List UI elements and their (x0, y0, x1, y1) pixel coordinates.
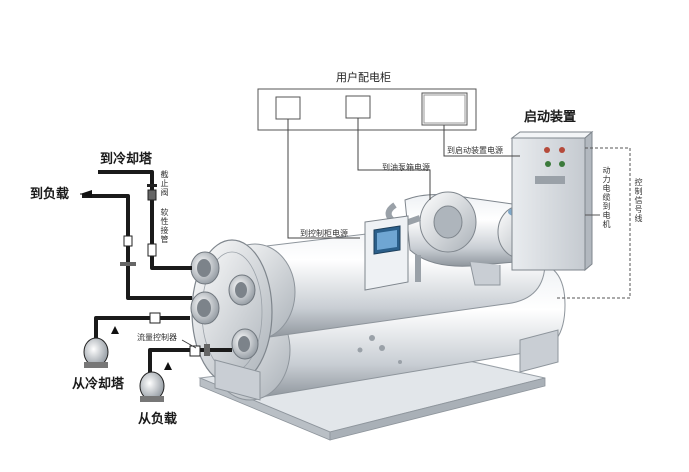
nozzles (190, 251, 259, 360)
outlet-pipes (82, 170, 192, 300)
user-cabinet-label: 用户配电柜 (336, 71, 391, 84)
flow-controller-pointer (181, 339, 197, 349)
flow-arrows (80, 190, 172, 370)
control-panel (364, 215, 409, 291)
to-cooling-tower-label: 到冷却塔 (100, 152, 153, 167)
from-cooling-tower-label: 从冷却塔 (72, 377, 125, 392)
to-control-power-label: 到控制柜电源 (300, 229, 348, 238)
stop-valve (147, 184, 157, 201)
control-signal-line (557, 147, 631, 299)
inlet-fittings (149, 312, 210, 357)
to-starter-power-label: 到启动装置电源 (447, 146, 503, 155)
to-oil-pump-power-label: 到油泵箱电源 (382, 163, 430, 172)
soft-joint (120, 235, 157, 266)
stop-valve-label: 截止阀 (160, 170, 169, 197)
from-load-label: 从负载 (138, 412, 178, 427)
pump-load (139, 371, 165, 402)
pump-cooling-tower (83, 337, 109, 368)
starter-cabinet (510, 130, 594, 272)
motor-power-label: 动力电缆到电机 (602, 166, 611, 229)
support-legs (214, 329, 559, 401)
power-wires (287, 118, 520, 239)
to-load-label: 到负载 (30, 187, 70, 202)
starter-label: 启动装置 (524, 110, 577, 125)
soft-pipe-label: 软性接管 (160, 208, 169, 244)
user-cabinet-box (257, 88, 477, 131)
control-signal-label: 控制信号线 (634, 178, 643, 223)
flow-controller-label: 流量控制器 (137, 333, 177, 342)
